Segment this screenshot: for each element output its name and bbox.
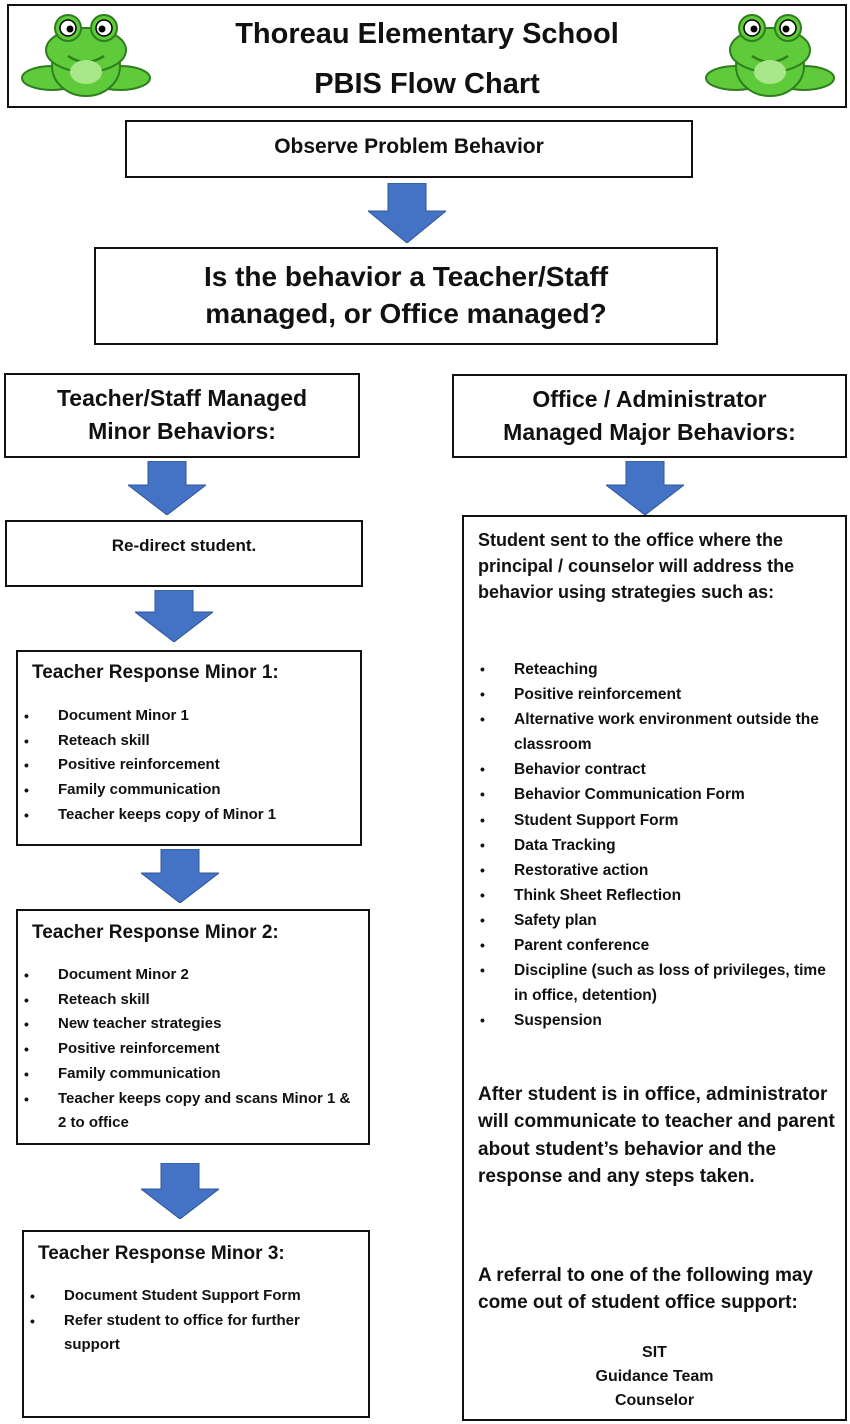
question-line-1: Is the behavior a Teacher/Staff (203, 261, 609, 292)
minor-1-list: Document Minor 1 Reteach skill Positive … (22, 704, 354, 828)
minor-3-box: Teacher Response Minor 3: Document Stude… (22, 1230, 370, 1418)
referral-option: SIT (642, 1344, 667, 1361)
list-item: Reteach skill (22, 729, 354, 754)
header-banner: Thoreau Elementary School PBIS Flow Char… (7, 4, 847, 108)
minor-1-box: Teacher Response Minor 1: Document Minor… (16, 650, 362, 846)
observe-box: Observe Problem Behavior (125, 120, 693, 178)
list-item: Positive reinforcement (478, 682, 839, 707)
redirect-box: Re-direct student. (5, 520, 363, 587)
frog-icon (705, 14, 835, 97)
list-item: Behavior contract (478, 757, 839, 782)
list-item: Reteaching (478, 657, 839, 682)
list-item: Positive reinforcement (22, 753, 354, 778)
redirect-label: Re-direct student. (111, 536, 257, 555)
list-item: Teacher keeps copy and scans Minor 1 & 2… (22, 1087, 360, 1136)
list-item: Restorative action (478, 858, 839, 883)
office-after-text: After student is in office, administrato… (478, 1084, 835, 1188)
referral-option: Counselor (614, 1392, 695, 1409)
list-item: Data Tracking (478, 833, 839, 858)
down-arrow-icon (135, 590, 213, 642)
office-box: Student sent to the office where the pri… (462, 515, 847, 1421)
list-item: Document Minor 1 (22, 704, 354, 729)
list-item: Document Student Support Form (28, 1284, 328, 1309)
down-arrow-icon (606, 461, 684, 515)
minor-3-list: Document Student Support Form Refer stud… (28, 1284, 328, 1358)
major-header-line-1: Office / Administrator (532, 386, 767, 412)
list-item: Suspension (478, 1008, 839, 1033)
list-item: Alternative work environment outside the… (478, 707, 839, 757)
list-item: Discipline (such as loss of privileges, … (478, 958, 839, 1008)
minor-header-line-1: Teacher/Staff Managed (56, 385, 308, 411)
minor-header-line-2: Minor Behaviors: (88, 418, 276, 444)
down-arrow-icon (141, 1163, 219, 1219)
office-intro: Student sent to the office where the pri… (478, 530, 795, 602)
question-line-2: managed, or Office managed? (205, 298, 607, 329)
down-arrow-icon (368, 183, 446, 243)
school-title: Thoreau Elementary School (235, 18, 619, 50)
minor-2-list: Document Minor 2 Reteach skill New teach… (22, 963, 360, 1136)
list-item: Family communication (22, 1062, 360, 1087)
list-item: Positive reinforcement (22, 1037, 360, 1062)
list-item: Teacher keeps copy of Minor 1 (22, 803, 354, 828)
minor-2-box: Teacher Response Minor 2: Document Minor… (16, 909, 370, 1145)
list-item: Student Support Form (478, 808, 839, 833)
minor-2-title: Teacher Response Minor 2: (32, 922, 279, 943)
referral-option: Guidance Team (595, 1368, 714, 1385)
list-item: Think Sheet Reflection (478, 883, 839, 908)
list-item: New teacher strategies (22, 1012, 360, 1037)
list-item: Behavior Communication Form (478, 782, 839, 807)
major-header-line-2: Managed Major Behaviors: (503, 419, 796, 445)
minor-behaviors-header: Teacher/Staff Managed Minor Behaviors: (4, 373, 360, 458)
office-referral-text: A referral to one of the following may c… (478, 1265, 813, 1314)
list-item: Document Minor 2 (22, 963, 360, 988)
down-arrow-icon (128, 461, 206, 515)
list-item: Reteach skill (22, 988, 360, 1013)
minor-1-title: Teacher Response Minor 1: (32, 662, 279, 683)
down-arrow-icon (141, 849, 219, 903)
major-behaviors-header: Office / Administrator Managed Major Beh… (452, 374, 847, 458)
list-item: Refer student to office for further supp… (28, 1309, 328, 1358)
question-box: Is the behavior a Teacher/Staff managed,… (94, 247, 718, 345)
list-item: Safety plan (478, 908, 839, 933)
frog-icon (21, 14, 151, 97)
chart-subtitle: PBIS Flow Chart (314, 68, 540, 100)
list-item: Parent conference (478, 933, 839, 958)
observe-label: Observe Problem Behavior (274, 135, 544, 158)
minor-3-title: Teacher Response Minor 3: (38, 1243, 285, 1264)
office-strategy-list: Reteaching Positive reinforcement Altern… (478, 657, 839, 1034)
list-item: Family communication (22, 778, 354, 803)
